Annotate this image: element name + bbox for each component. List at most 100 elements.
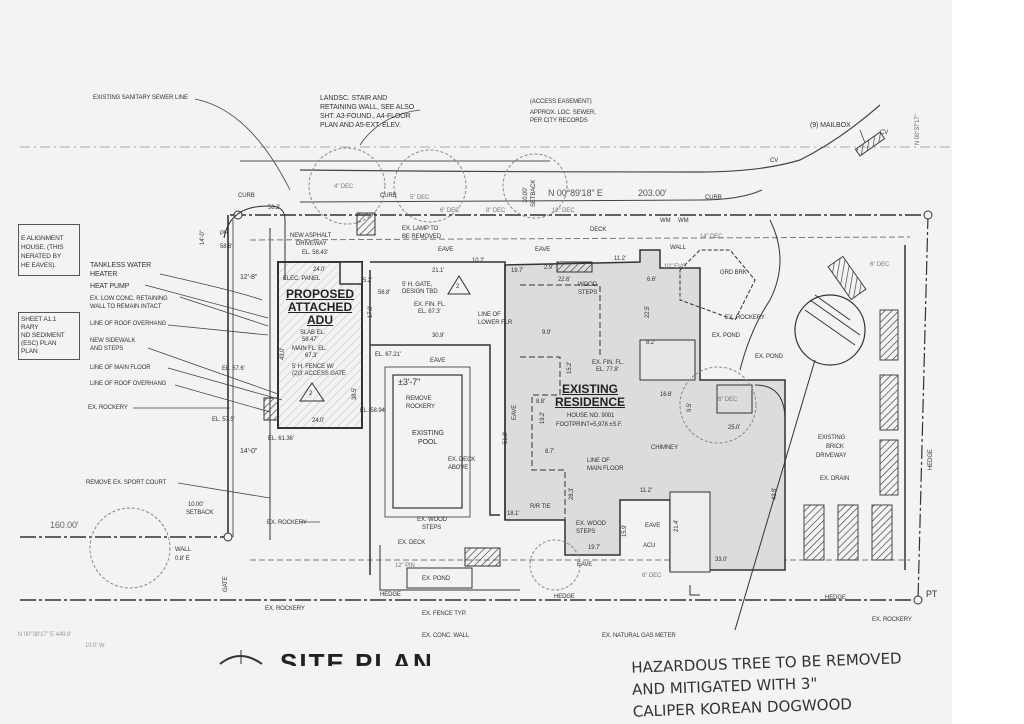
label-eave: EAVE <box>535 247 551 253</box>
faint-dimension: 10.0' W <box>85 643 105 649</box>
label-remove-sport-court: REMOVE EX. SPORT COURT <box>86 480 167 486</box>
house-number: HOUSE NO. 9001 <box>567 413 615 419</box>
label-eave: EAVE <box>512 404 518 420</box>
setback-top: 10.00' <box>523 187 529 203</box>
house-footprint: FOOTPRINT=5,978 ±S.F. <box>556 422 623 428</box>
label-lower-floor: LINE OF <box>478 312 501 318</box>
note-text: SHEET A1.1 <box>21 316 57 323</box>
label-hedge: HEDGE <box>928 449 934 470</box>
dimension: 18.1' <box>507 511 520 517</box>
label-fence: 5' H. FENCE W/ <box>292 364 334 370</box>
adu-footprint <box>277 261 363 429</box>
steps <box>263 397 279 421</box>
label-brick-driveway: EXISTING <box>818 435 846 441</box>
label-ex-deck: EX. DECK <box>398 540 426 546</box>
bearing-top: N 00°89'18" E <box>548 188 603 198</box>
tree-label: 6" DEC <box>718 397 738 403</box>
label-slab-el: SLAB EL. <box>300 330 326 336</box>
elevation: 58.6' <box>220 244 233 250</box>
property-line-right <box>917 214 929 601</box>
label-setback: 10.00' <box>188 502 204 508</box>
label-ex-fence: EX. FENCE TYP. <box>422 611 467 617</box>
label-wall: WALL <box>670 245 686 251</box>
dimension: 6.6' <box>647 277 657 283</box>
label-line-main-floor: LINE OF <box>587 458 610 464</box>
label-new-asphalt-driveway: NEW ASPHALT <box>290 233 332 239</box>
label-ex-drain: EX. DRAIN <box>820 476 850 482</box>
dimension: 8.8' <box>536 399 546 405</box>
label-ph: PH <box>220 231 229 237</box>
curb-line <box>299 104 881 173</box>
label-retaining-wall: WALL TO REMAIN INTACT <box>90 304 162 310</box>
distance-left: 160.00' <box>50 520 79 530</box>
dimension: 22.6' <box>558 277 571 283</box>
label-landsc-stair: SHT. A3-FOUND., A4-FLOOR <box>320 113 411 120</box>
revision-triangle <box>447 275 471 295</box>
dimension: 43.0' <box>280 347 286 360</box>
label-gate-design: DESIGN TBD <box>402 289 438 295</box>
tree-label: 12" PIN <box>395 563 415 569</box>
dimension: 51.8' <box>503 431 509 444</box>
label-curb: CURB <box>238 193 255 199</box>
elevation: EL. 57.6' <box>222 366 245 372</box>
label-ex-deck-above: EX. DECK <box>448 457 476 463</box>
label-fin-floor: EL. 67.3' <box>418 309 441 315</box>
label-grd-brk: GRD BRK <box>720 270 747 276</box>
drawing-title: SITE PLAN <box>280 648 434 666</box>
dimension: 5.2' <box>363 278 373 284</box>
label-wall: 0.8' E <box>175 556 190 562</box>
dimension: ±3'-7" <box>398 377 421 387</box>
dimension: 43.8' <box>772 487 778 500</box>
label-approx-sewer: PER CITY RECORDS <box>530 118 588 124</box>
label-ex-rockery: EX. ROCKERY <box>265 606 305 612</box>
label-hedge: HEDGE <box>554 594 575 600</box>
label-ex-rockery: EX. ROCKERY <box>267 520 307 526</box>
note-text: NERATED BY <box>21 253 62 260</box>
pool-label: POOL <box>418 439 438 446</box>
label-main-fl-el: 67.3' <box>305 353 318 359</box>
note-text: PLAN <box>21 348 38 355</box>
adu-title-line: ATTACHED <box>287 300 353 314</box>
faint-bearing: N 00°38'17" E 449.9' <box>18 632 72 638</box>
water-meter-label: WM <box>660 218 671 224</box>
label-approx-sewer: APPROX. LOC. SEWER, <box>530 110 596 116</box>
dimension: 17.0' <box>368 305 374 318</box>
label-setback: SETBACK <box>186 510 214 516</box>
mailbox <box>854 131 886 157</box>
dimension: 8.2' <box>646 340 656 346</box>
note-text: RARY <box>21 324 39 331</box>
dimension: 15.2' <box>567 361 573 374</box>
label-eave: EAVE <box>577 562 593 568</box>
label-curb: CURB <box>705 195 722 201</box>
label-fence: (2)3' ACCESS GATE <box>292 371 346 377</box>
label-ex-wood-steps: STEPS <box>422 525 442 531</box>
label-roof-overhang: LINE OF ROOF OVERHANG <box>90 321 167 327</box>
label-roof-overhang: LINE OF ROOF OVERHANG <box>90 381 167 387</box>
driveway-paver <box>837 504 859 561</box>
adu-title: PROPOSED ATTACHED ADU <box>282 288 358 327</box>
dimension: 19.2' <box>540 411 546 424</box>
label-main-fl-el: MAIN FL. EL. <box>292 346 327 352</box>
label-retaining-wall: EX. LOW CONC. RETAINING <box>90 296 168 302</box>
dimension: 12'-8" <box>240 274 258 281</box>
label-ex-rockery: EX. ROCKERY <box>725 315 765 321</box>
driveway-paver <box>803 504 825 561</box>
driveway-paver <box>871 504 893 561</box>
check-valve-label: CV <box>770 158 779 164</box>
note-text: HE EAVES). <box>21 262 57 269</box>
note-text: ND SEDIMENT <box>21 332 65 339</box>
tree-label: 14" DEC <box>700 234 723 240</box>
label-gas-meter: EX. NATURAL GAS METER <box>602 633 676 639</box>
dimension: 14'-0" <box>240 448 258 455</box>
dimension: 30.9' <box>432 333 445 339</box>
driveway-paver <box>879 309 899 361</box>
note-box-esc: SHEET A1.1 RARY ND SEDIMENT (ESC) PLAN P… <box>18 312 80 360</box>
tree-to-remove <box>794 294 866 366</box>
dimension: 9.5' <box>687 402 693 412</box>
label-elevation: EL. 58.43' <box>302 250 328 256</box>
label-brick-driveway: DRIVEWAY <box>816 453 847 459</box>
elevation: EL. 58.94' <box>360 408 386 414</box>
label-hedge: HEDGE <box>380 592 401 598</box>
dimension: 16.6' <box>660 392 673 398</box>
dimension: 22.5' <box>645 305 651 318</box>
